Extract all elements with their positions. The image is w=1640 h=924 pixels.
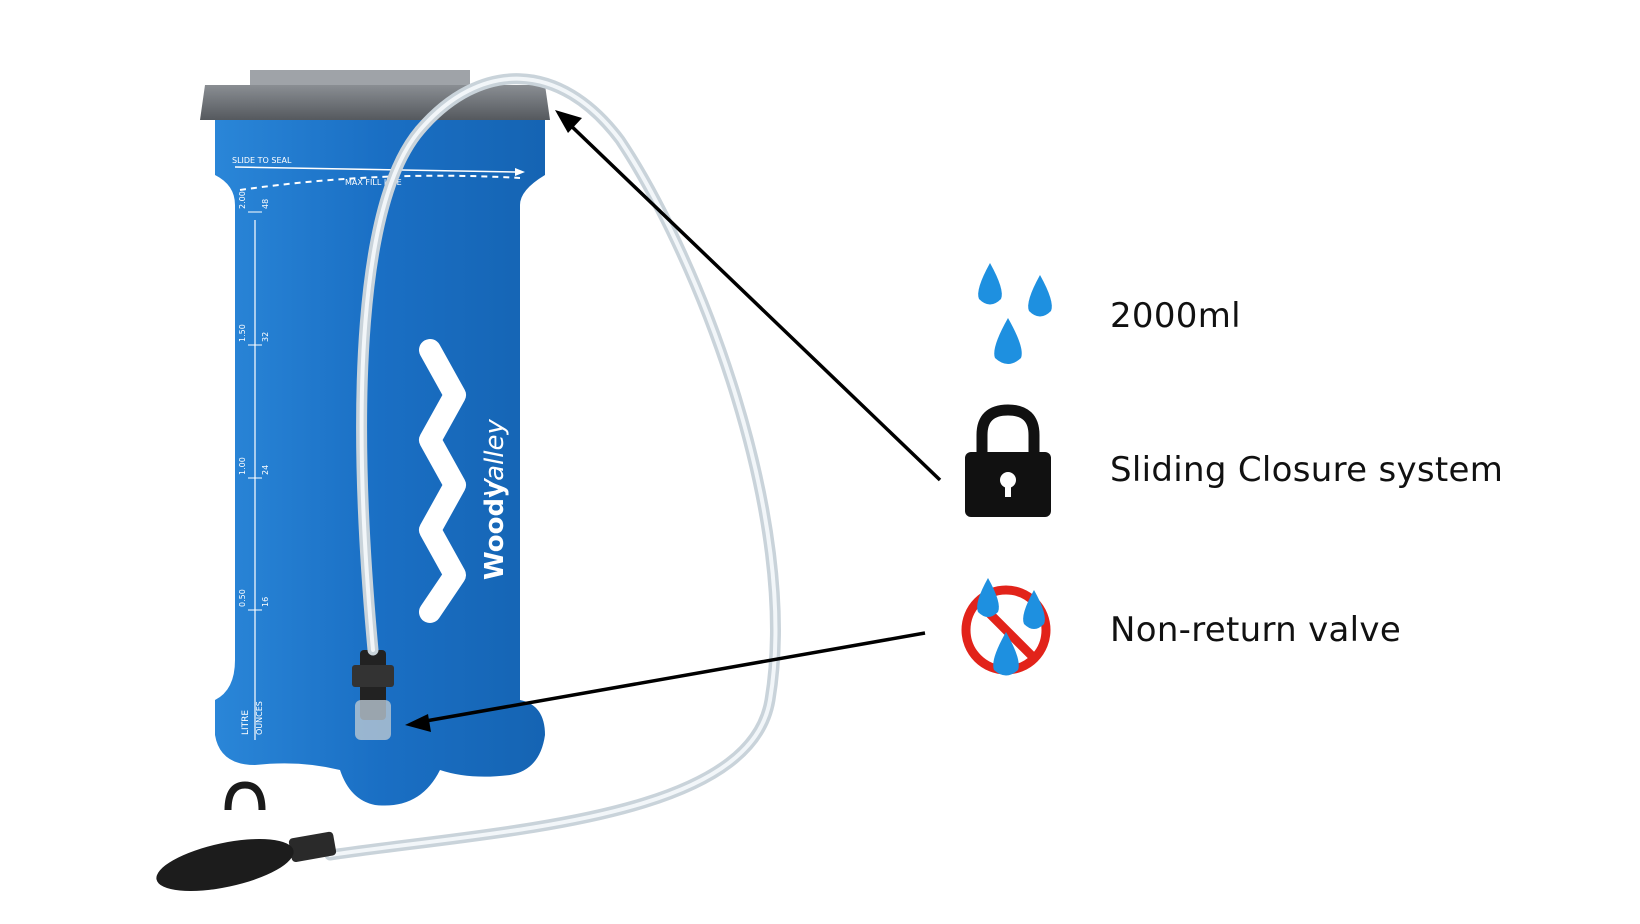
scale-tick-litre: 2.00 xyxy=(238,191,247,209)
slide-arrow-head xyxy=(515,168,525,176)
slider-closure-top xyxy=(250,70,470,85)
brand-name-valley: Valley xyxy=(480,419,510,497)
padlock-icon xyxy=(965,404,1051,517)
scale-tick-ounces: 24 xyxy=(261,465,270,475)
valve-collar xyxy=(352,665,394,687)
arrow-to-closure-head xyxy=(555,110,582,133)
callout-arrows xyxy=(405,110,942,732)
bite-valve xyxy=(156,781,337,891)
scale-tick-litre: 1.50 xyxy=(238,324,247,342)
scale-tick-ounces: 32 xyxy=(261,332,270,342)
bite-valve-mouthpiece xyxy=(156,839,294,891)
max-fill-line xyxy=(239,174,521,191)
bite-valve-loop xyxy=(224,781,266,811)
scale-tick-ounces: 48 xyxy=(261,199,270,209)
volume-scale: 2.00 48 1.50 32 1.00 24 0.50 16 xyxy=(238,191,270,611)
bite-valve-connector xyxy=(288,831,337,863)
slide-to-seal-text: SLIDE TO SEAL xyxy=(232,156,292,165)
water-drops-icon xyxy=(978,263,1052,364)
valve-port xyxy=(355,700,391,740)
hydration-bladder: SLIDE TO SEAL MAX FILL LINE 2.00 48 1.50 32… xyxy=(200,70,550,806)
brand-name-woody: Woody xyxy=(480,481,510,580)
feature-label-capacity: 2000ml xyxy=(1110,296,1241,336)
feature-label-closure: Sliding Closure system xyxy=(1110,450,1504,490)
slide-arrow xyxy=(234,166,516,173)
feature-label-valve: Non-return valve xyxy=(1110,610,1402,650)
arrow-to-closure xyxy=(563,118,942,482)
arrow-to-valve xyxy=(419,631,926,724)
scale-tick-litre: 0.50 xyxy=(238,589,247,607)
scale-tick-litre: 1.00 xyxy=(238,457,247,475)
no-backflow-icon xyxy=(961,578,1051,676)
arrow-to-valve-head xyxy=(405,714,431,732)
drinking-tube-highlight xyxy=(328,76,778,857)
bladder-body xyxy=(215,120,545,806)
brand-logo-mark xyxy=(419,339,466,623)
scale-tick-ounces: 16 xyxy=(261,597,270,607)
slider-closure xyxy=(200,85,550,120)
scale-unit-litre: LITRE xyxy=(241,710,251,735)
max-fill-text: MAX FILL LINE xyxy=(345,178,402,187)
scale-unit-ounces: OUNCES xyxy=(255,701,264,735)
